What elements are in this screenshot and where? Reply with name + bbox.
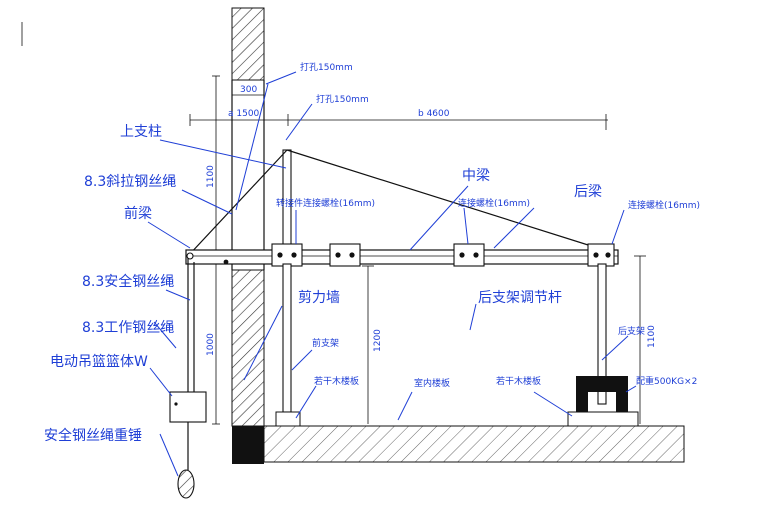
wall-base-block bbox=[232, 426, 264, 464]
dim-b-4600: b 4600 bbox=[418, 109, 450, 119]
label-work-rope: 8.3工作钢丝绳 bbox=[82, 320, 174, 336]
rear-support-post bbox=[597, 263, 607, 405]
dim-1000: 1000 bbox=[206, 333, 216, 356]
label-rear-beam: 后梁 bbox=[574, 184, 602, 200]
shear-wall-section bbox=[231, 269, 265, 427]
front-wood-boards bbox=[275, 411, 301, 427]
label-wood-boards-right: 若干木楼板 bbox=[496, 375, 541, 387]
label-wood-boards-left: 若干木楼板 bbox=[314, 375, 359, 387]
basket-body bbox=[169, 391, 207, 423]
connector-plate-1 bbox=[271, 243, 303, 267]
label-bolt-3: 连接螺栓(16mm) bbox=[628, 199, 700, 211]
label-safety-weight: 安全钢丝绳重锤 bbox=[44, 427, 142, 444]
main-beam bbox=[185, 249, 619, 265]
dim-a-1500: a 1500 bbox=[228, 109, 260, 119]
label-middle-beam: 中梁 bbox=[462, 168, 490, 184]
label-counterweight: 配重500KG×2 bbox=[636, 375, 697, 387]
upper-post bbox=[282, 149, 292, 247]
dim-300: 300 bbox=[240, 85, 257, 95]
dim-1100-right: 1100 bbox=[647, 325, 657, 348]
connector-plate-2 bbox=[329, 243, 361, 267]
label-indoor-floor: 室内楼板 bbox=[414, 377, 450, 389]
label-bolt-1: 转接件连接螺栓(16mm) bbox=[276, 197, 375, 209]
ground-slab bbox=[263, 425, 685, 463]
label-rear-support: 后支架 bbox=[618, 325, 645, 337]
label-basket: 电动吊篮篮体W bbox=[50, 354, 148, 370]
front-support-post bbox=[282, 263, 292, 413]
rear-wood-boards bbox=[567, 411, 639, 427]
label-safety-rope: 8.3安全钢丝绳 bbox=[82, 273, 174, 290]
dim-1200: 1200 bbox=[373, 329, 383, 352]
diagonal-rope-rear bbox=[286, 149, 605, 251]
label-hole-1: 打孔150mm bbox=[300, 61, 353, 73]
label-rear-adjust-rod: 后支架调节杆 bbox=[478, 290, 562, 306]
upper-wall-section bbox=[231, 7, 265, 81]
label-hole-2: 打孔150mm bbox=[316, 93, 369, 105]
safety-weight bbox=[177, 469, 195, 499]
label-front-beam: 前梁 bbox=[124, 205, 152, 222]
label-diagonal-rope: 8.3斜拉钢丝绳 bbox=[84, 174, 176, 190]
label-bolt-2: 连接螺栓(16mm) bbox=[458, 197, 530, 209]
label-upper-post: 上支柱 bbox=[120, 124, 162, 140]
connector-plate-3 bbox=[453, 243, 485, 267]
dim-1100: 1100 bbox=[206, 165, 216, 188]
label-shear-wall: 剪力墙 bbox=[298, 290, 340, 306]
counterweight-block bbox=[576, 376, 628, 412]
label-front-support: 前支架 bbox=[312, 337, 339, 349]
